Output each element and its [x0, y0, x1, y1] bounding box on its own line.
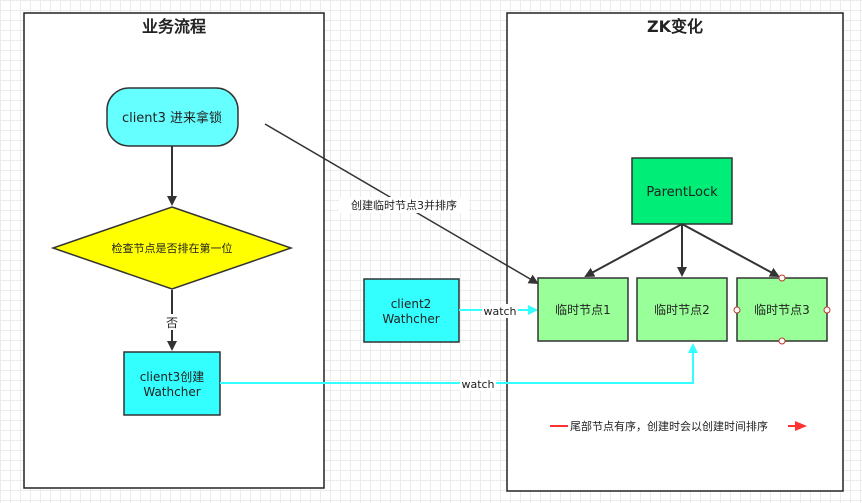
temp-node-1	[537, 277, 629, 342]
start-node	[106, 87, 239, 147]
decision-node-label: 检查节点是否排在第一位	[112, 241, 233, 255]
watch-label-1: watch	[483, 305, 516, 318]
temp-node-2	[636, 277, 728, 342]
zk-changes-panel	[506, 12, 844, 492]
parent-lock-label: ParentLock	[646, 185, 718, 200]
decision-node	[50, 206, 294, 290]
legend-text: 尾部节点有序，创建时会以创建时间排序	[570, 419, 768, 433]
temp-node-2-label: 临时节点2	[654, 303, 710, 317]
client2-watcher-label-2: Wathcher	[382, 312, 439, 326]
watch-label-1-bg	[482, 304, 518, 318]
temp-node-3	[736, 277, 828, 342]
no-label: 否	[166, 316, 178, 330]
start-node-label: client3 进来拿锁	[122, 110, 222, 126]
watch-label-2: watch	[461, 378, 494, 391]
create-edge-label: 创建临时节点3并排序	[351, 198, 457, 212]
edge-parent-to-node1	[584, 223, 683, 277]
no-label-bg	[163, 314, 181, 330]
temp-node-1-label: 临时节点1	[555, 303, 611, 317]
selection-handle-bottom[interactable]	[778, 337, 786, 345]
edge-parent-to-node3	[681, 223, 780, 277]
client2-watcher-label-1: client2	[391, 297, 432, 311]
selection-handle-left[interactable]	[733, 306, 741, 314]
business-flow-title: 业务流程	[142, 17, 206, 36]
edge-watch-client3	[220, 343, 698, 384]
client2-watcher-node	[363, 278, 460, 343]
watch-label-2-bg	[460, 377, 496, 391]
zk-changes-title: ZK变化	[647, 17, 703, 36]
client3-watcher-label-1: client3创建	[140, 370, 205, 384]
selection-handle-right[interactable]	[823, 306, 831, 314]
create-label-bg	[339, 197, 469, 213]
client3-watcher-label-2: Wathcher	[143, 385, 200, 399]
parent-lock-node	[631, 157, 733, 225]
selection-handle-top[interactable]	[778, 274, 786, 282]
temp-node-3-label: 临时节点3	[754, 303, 810, 317]
